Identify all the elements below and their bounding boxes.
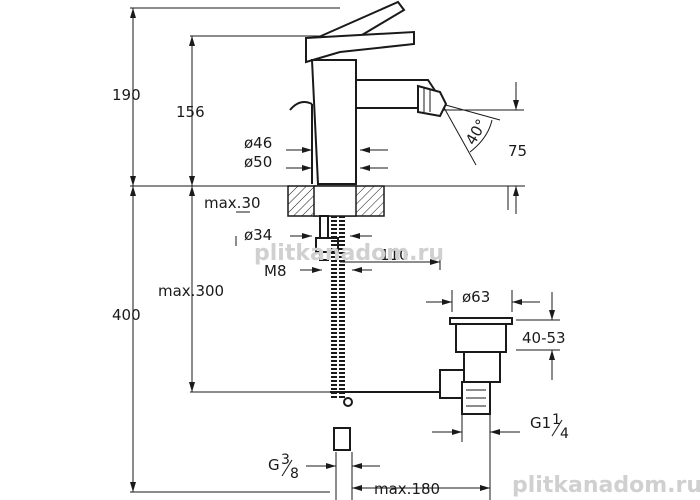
cartridge-cap: [305, 30, 415, 64]
dim-supply-thread: G 3 8: [268, 452, 299, 482]
dim-waste-thread: G1 1 4: [530, 412, 569, 442]
waste-assembly: [439, 317, 513, 415]
svg-text:G1: G1: [530, 414, 551, 432]
watermark-bottom: plitkanadom.ru: [512, 473, 700, 498]
waste-pivot-housing: [439, 369, 465, 399]
hose-connector: [333, 427, 351, 451]
dim-diameter-50: ø50: [244, 153, 272, 171]
dim-hole-diameter: ø34: [244, 226, 272, 244]
svg-text:4: 4: [560, 426, 569, 442]
dimension-lines: [130, 8, 560, 500]
dim-waste-diameter: ø63: [462, 288, 490, 306]
dim-diameter-46: ø46: [244, 134, 272, 152]
dim-waste-range: 40-53: [522, 329, 566, 347]
dim-body-height: 156: [176, 103, 205, 121]
mixer-body-shell: [310, 59, 357, 185]
svg-text:1: 1: [552, 412, 561, 428]
dim-spray-height: 75: [508, 142, 527, 160]
dim-stud-thread: M8: [264, 262, 287, 280]
mixer-body: [289, 0, 448, 185]
dim-rod-length: max.180: [374, 480, 440, 498]
dim-hose-length: max.300: [158, 282, 224, 300]
waste-body: [463, 351, 501, 383]
dim-spray-angle: 40°: [462, 116, 491, 148]
svg-text:3: 3: [281, 452, 290, 468]
dim-overall-upper: 190: [112, 86, 141, 104]
watermark-center: plitkanadom.ru: [254, 241, 444, 266]
dim-overall-lower: 400: [112, 306, 141, 324]
waste-plug: [455, 323, 507, 353]
popup-rod-knob: [289, 101, 313, 111]
dim-spout-reach: 110: [380, 246, 409, 264]
svg-text:G: G: [268, 456, 280, 474]
svg-text:8: 8: [290, 466, 299, 482]
under-deck-assembly: [315, 215, 440, 451]
dim-deck-thickness: max.30: [204, 194, 261, 212]
deck-section: [287, 185, 385, 217]
spray-nozzle: [417, 84, 448, 118]
dimension-labels: 190 156 ø46 ø50 40° 75 max.30 ø34 110 M8…: [112, 86, 569, 498]
